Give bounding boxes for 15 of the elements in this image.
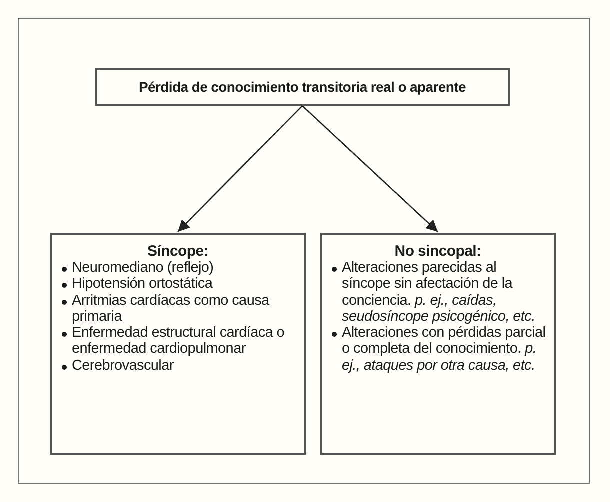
bullet-item: Alteraciones parecidas al síncope sin afectación de la conciencia. p. ej., caídas, seudosíncope psicogénico, etc.	[330, 260, 546, 326]
box-heading: Síncope:	[146, 243, 210, 260]
bullet-item: Enfermedad estructural cardíaca o enfermedad cardiopulmonar	[60, 325, 296, 358]
box-heading: No sincopal:	[394, 243, 482, 260]
bullet-item: Cerebrovascular	[60, 358, 296, 374]
arrow	[302, 106, 438, 232]
box-heading: Pérdida de conocimiento transitoria real o aparente	[138, 78, 468, 96]
bullet-item: Neuromediano (reflejo)	[60, 260, 296, 276]
bullet-item: Hipotensión ortostática	[60, 276, 296, 293]
bullet-item: Arritmias cardíacas como causa primaria	[60, 292, 296, 326]
arrow	[178, 106, 303, 232]
category-box	[320, 233, 556, 455]
title-box	[95, 68, 510, 106]
bullet-item: Alteraciones con pérdidas parcial o completa del conocimiento. p. ej., ataques por otra causa, etc.	[330, 325, 546, 374]
category-box	[50, 233, 306, 455]
